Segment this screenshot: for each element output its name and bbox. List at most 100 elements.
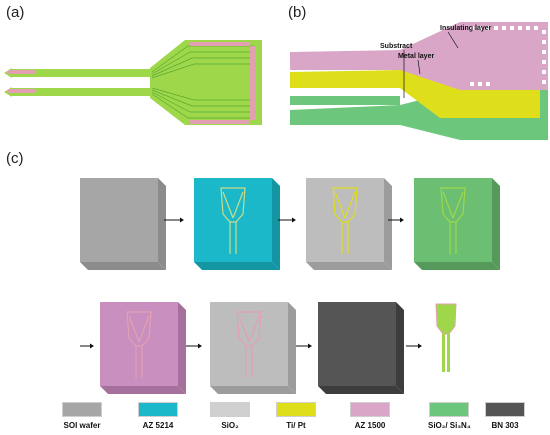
probe-trace	[334, 191, 346, 219]
arrow-head	[180, 217, 184, 223]
legend-item-ti_pt: Ti/ Pt	[276, 402, 316, 430]
probe-outline	[332, 187, 358, 254]
process-arrow-4	[80, 343, 94, 349]
probe-outline	[220, 187, 246, 254]
block-face	[318, 302, 396, 386]
probe-shank-top	[10, 69, 152, 77]
legend-swatch	[350, 402, 390, 417]
process-arrow-7	[406, 343, 422, 349]
block-bottom	[414, 262, 500, 270]
process-step-6	[210, 302, 296, 394]
block-face	[80, 178, 158, 262]
legend-swatch	[276, 402, 316, 417]
legend-item-bn303: BN 303	[485, 402, 525, 430]
label-substract: Substract	[380, 43, 413, 50]
probe-outline	[126, 311, 152, 378]
legend-item-az1500: AZ 1500	[350, 402, 390, 430]
block-side	[158, 178, 166, 270]
block-side	[492, 178, 500, 270]
legend-label: AZ 5214	[142, 421, 174, 430]
probe-trace	[442, 191, 454, 219]
panel-label-c: (c)	[6, 150, 24, 167]
released-probe	[435, 303, 457, 372]
block-side	[272, 178, 280, 270]
block-bottom	[194, 262, 280, 270]
process-step-4	[414, 178, 500, 270]
legend-swatch	[485, 402, 525, 417]
probe-outline	[236, 311, 262, 378]
process-arrow-1	[164, 217, 184, 223]
released-probe-head	[435, 303, 457, 335]
arrow-head	[308, 343, 312, 349]
probe-shank-bottom-pink	[8, 89, 36, 93]
block-side	[178, 302, 186, 394]
process-step-2	[194, 178, 280, 270]
exploded-layers: Insulating layer Substract Metal layer	[290, 22, 548, 140]
legend-label: SiO₂	[221, 421, 239, 430]
legend-label: Ti/ Pt	[286, 421, 306, 430]
bond-pads-a	[190, 42, 256, 124]
arrow-head	[292, 217, 296, 223]
arrow-head	[418, 343, 422, 349]
probe-shank-bottom	[10, 88, 152, 96]
legend-swatch	[210, 402, 250, 417]
process-arrow-5	[186, 343, 202, 349]
insulating-layer	[290, 22, 548, 90]
process-arrow-6	[296, 343, 312, 349]
legend-label: AZ 1500	[354, 421, 386, 430]
probe-trace	[238, 315, 250, 343]
probe-trace	[128, 315, 140, 343]
block-face	[414, 178, 492, 262]
block-face	[100, 302, 178, 386]
block-side	[384, 178, 392, 270]
process-step-7	[318, 302, 404, 394]
label-insulating-layer: Insulating layer	[440, 25, 492, 32]
process-flow	[80, 178, 500, 394]
probe-trace	[452, 191, 464, 219]
block-bottom	[100, 386, 186, 394]
probe-trace	[138, 315, 150, 343]
arrow-head	[90, 343, 94, 349]
block-bottom	[318, 386, 404, 394]
legend-label: BN 303	[491, 421, 519, 430]
panel-label-b: (b)	[288, 4, 307, 21]
block-side	[396, 302, 404, 394]
probe-shank-top-pink	[8, 70, 36, 74]
label-metal-layer: Metal layer	[398, 53, 434, 60]
legend-label: SOI wafer	[63, 421, 101, 430]
legend-item-soi_wafer: SOI wafer	[62, 402, 102, 430]
block-face	[306, 178, 384, 262]
block-side	[288, 302, 296, 394]
block-face	[194, 178, 272, 262]
probe-outline	[440, 187, 466, 254]
process-arrow-3	[388, 217, 404, 223]
panel-label-a: (a)	[6, 4, 25, 21]
legend-item-sio2_si3n4: SiO₂/ Si₃N₄	[428, 402, 471, 430]
process-arrow-2	[278, 217, 296, 223]
released-probe-shank-r	[447, 334, 450, 372]
legend-swatch	[429, 402, 470, 417]
callout-lines	[403, 31, 459, 98]
probe-top-view	[4, 40, 262, 125]
process-step-1	[80, 178, 166, 270]
probe-trace	[344, 191, 356, 219]
legend-item-az5214: AZ 5214	[138, 402, 178, 430]
legend-label: SiO₂/ Si₃N₄	[428, 421, 471, 430]
legend-swatch	[138, 402, 178, 417]
probe-trace	[248, 315, 260, 343]
probe-trace	[232, 191, 244, 219]
insulating-openings	[470, 26, 546, 86]
substrate-shank	[290, 96, 400, 105]
probe-trace	[222, 191, 234, 219]
process-step-3	[306, 178, 392, 270]
legend-item-sio2: SiO₂	[210, 402, 250, 430]
probe-body	[150, 40, 262, 125]
block-bottom	[306, 262, 392, 270]
legend-swatch	[62, 402, 102, 417]
block-bottom	[80, 262, 166, 270]
released-probe-shank-l	[442, 334, 445, 372]
block-face	[210, 302, 288, 386]
process-step-5	[100, 302, 186, 394]
arrow-head	[198, 343, 202, 349]
